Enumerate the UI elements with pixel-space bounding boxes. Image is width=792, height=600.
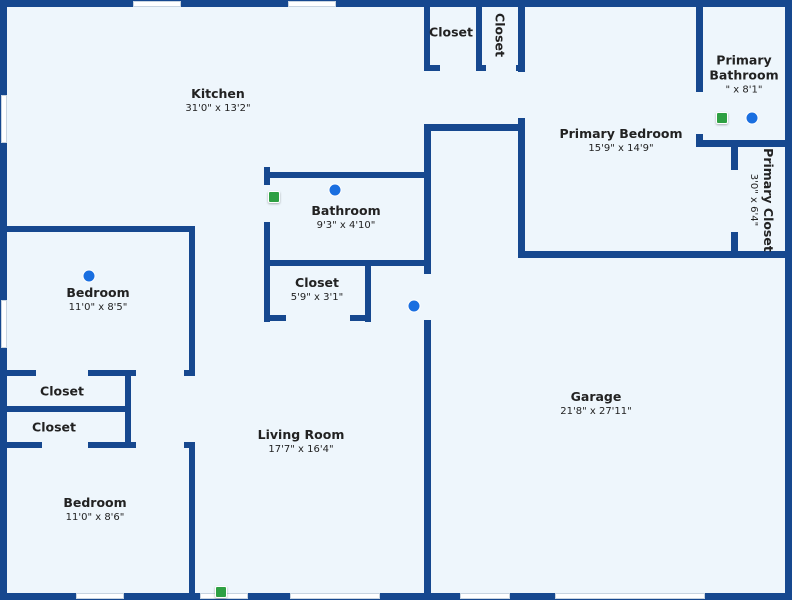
room-closet[interactable]: Closet 5'9" x 3'1" — [291, 275, 343, 303]
green-marker[interactable] — [268, 191, 280, 203]
window — [133, 1, 181, 7]
wall — [0, 593, 792, 600]
blue-marker[interactable] — [82, 269, 96, 283]
room-name: Primary Closet — [761, 148, 776, 252]
green-marker[interactable] — [716, 112, 728, 124]
wall — [264, 172, 430, 178]
room-bedroom[interactable]: Bedroom 11'0" x 8'6" — [63, 495, 126, 523]
wall — [731, 232, 738, 254]
room-dims: 11'0" x 8'5" — [68, 302, 128, 313]
room-dims: 15'9" x 14'9" — [588, 143, 654, 154]
window — [290, 593, 380, 599]
room-primary-bathroom[interactable]: Primary Bathroom" x 8'1" — [704, 53, 784, 96]
room-bedroom[interactable]: Bedroom 11'0" x 8'5" — [66, 285, 129, 313]
wall — [264, 260, 430, 266]
room-closet[interactable]: Closet — [493, 13, 508, 57]
wall — [785, 0, 792, 600]
room-name: Bedroom — [66, 285, 130, 300]
garage-door — [555, 593, 705, 599]
wall — [0, 226, 195, 232]
room-name: Garage — [570, 389, 622, 404]
wall — [189, 442, 195, 595]
room-name: Closet — [429, 24, 473, 40]
room-dims: 9'3" x 4'10" — [316, 220, 376, 231]
room-name: Bedroom — [63, 495, 127, 510]
wall — [424, 65, 440, 71]
room-living-room[interactable]: Living Room 17'7" x 16'4" — [258, 427, 345, 455]
room-dims: 11'0" x 8'6" — [65, 512, 125, 523]
window — [76, 593, 124, 599]
room-kitchen[interactable]: Kitchen 31'0" x 13'2" — [185, 86, 250, 114]
wall — [184, 370, 195, 376]
wall — [424, 0, 430, 71]
wall — [365, 260, 371, 322]
wall — [424, 320, 431, 595]
room-dims: 17'7" x 16'4" — [268, 444, 334, 455]
room-name: Kitchen — [191, 86, 245, 101]
wall — [476, 65, 486, 71]
wall — [731, 146, 738, 170]
room-name: Bathroom — [311, 203, 381, 218]
wall — [424, 124, 431, 274]
wall — [0, 442, 42, 448]
window — [1, 300, 7, 348]
room-dims: 21'8" x 27'11" — [560, 406, 632, 417]
wall — [424, 124, 524, 131]
wall — [0, 406, 131, 412]
wall — [350, 315, 371, 321]
room-name: Closet — [295, 275, 339, 290]
room-primary-bedroom[interactable]: Primary Bedroom 15'9" x 14'9" — [559, 126, 682, 154]
window — [1, 95, 7, 143]
wall — [264, 315, 286, 321]
wall — [518, 251, 792, 258]
wall — [696, 0, 703, 92]
wall — [88, 442, 136, 448]
wall — [0, 370, 36, 376]
wall — [88, 370, 136, 376]
wall — [476, 0, 482, 71]
room-name: Primary Bathroom — [709, 52, 779, 83]
wall — [125, 370, 131, 448]
room-name: Closet — [32, 419, 76, 435]
room-closet[interactable]: Closet — [40, 384, 84, 399]
blue-marker[interactable] — [407, 299, 421, 313]
window — [288, 1, 336, 7]
room-dims: 31'0" x 13'2" — [185, 103, 251, 114]
wall — [518, 0, 525, 72]
wall — [696, 140, 792, 147]
room-name: Primary Bedroom — [559, 126, 683, 141]
wall — [0, 0, 792, 7]
room-name: Living Room — [257, 427, 345, 442]
room-closet[interactable]: Closet — [429, 25, 473, 40]
room-dims: 3'0" x 6'4" — [748, 173, 759, 227]
blue-marker[interactable] — [745, 111, 759, 125]
window — [460, 593, 510, 599]
room-dims: 5'9" x 3'1" — [290, 292, 344, 303]
room-bathroom[interactable]: Bathroom 9'3" x 4'10" — [311, 203, 380, 231]
blue-marker[interactable] — [328, 183, 342, 197]
green-marker[interactable] — [215, 586, 227, 598]
room-name: Closet — [40, 383, 84, 399]
room-dims: " x 8'1" — [725, 84, 763, 96]
wall — [264, 222, 270, 322]
room-closet[interactable]: Closet — [32, 420, 76, 435]
room-garage[interactable]: Garage 21'8" x 27'11" — [560, 389, 632, 417]
room-name: Closet — [492, 13, 508, 57]
wall — [189, 226, 195, 376]
wall — [518, 118, 525, 257]
